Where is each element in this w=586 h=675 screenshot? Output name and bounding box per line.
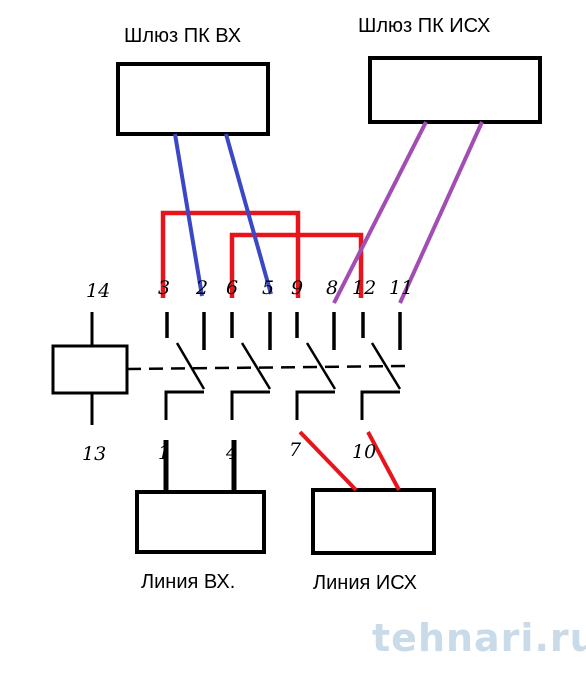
pin-3: 3 (158, 277, 170, 299)
gateway-out-box (368, 56, 542, 124)
blue-wire-pin5 (224, 133, 273, 295)
pin-5: 5 (262, 277, 274, 299)
wire-pin10-line-out (366, 431, 401, 491)
line-in-box (135, 490, 266, 554)
contact-blades (175, 342, 402, 390)
pin-13: 13 (82, 443, 106, 465)
line-in-label: Линия ВХ. (141, 571, 235, 593)
top-terminals (165, 312, 402, 350)
pin-4: 4 (225, 442, 238, 464)
pin-6: 6 (226, 277, 238, 299)
pin-2: 2 (195, 277, 208, 299)
pin-12: 12 (352, 277, 376, 299)
relay-coil (51, 344, 129, 395)
gateway-in-label: Шлюз ПК ВХ (124, 25, 241, 47)
purple-wire-pin8 (332, 121, 428, 304)
pin-9: 9 (291, 277, 303, 299)
pin-11: 11 (389, 277, 413, 299)
gateway-out-label: Шлюз ПК ИСХ (358, 15, 490, 37)
pin-14: 14 (86, 280, 110, 302)
blue-wire-pin2 (173, 133, 204, 297)
wire-pin7-line-out (298, 430, 358, 492)
mechanical-link (126, 364, 409, 371)
pin-8: 8 (326, 277, 338, 299)
bottom-legs (164, 390, 400, 420)
line-out-box (311, 488, 436, 555)
red-bridge-6-12 (229, 232, 364, 298)
purple-wire-pin11 (398, 121, 484, 304)
pin-7: 7 (289, 439, 302, 461)
pin-10: 10 (352, 441, 376, 463)
pin-1: 1 (158, 442, 170, 464)
line-out-label: Линия ИСХ (313, 572, 417, 594)
watermark: tehnari.ru (372, 616, 586, 660)
red-bridge-3-9 (160, 210, 301, 298)
pin-numbers: 3 2 6 5 9 8 12 11 14 13 1 4 7 10 (82, 277, 413, 465)
gateway-in-box (116, 62, 270, 136)
